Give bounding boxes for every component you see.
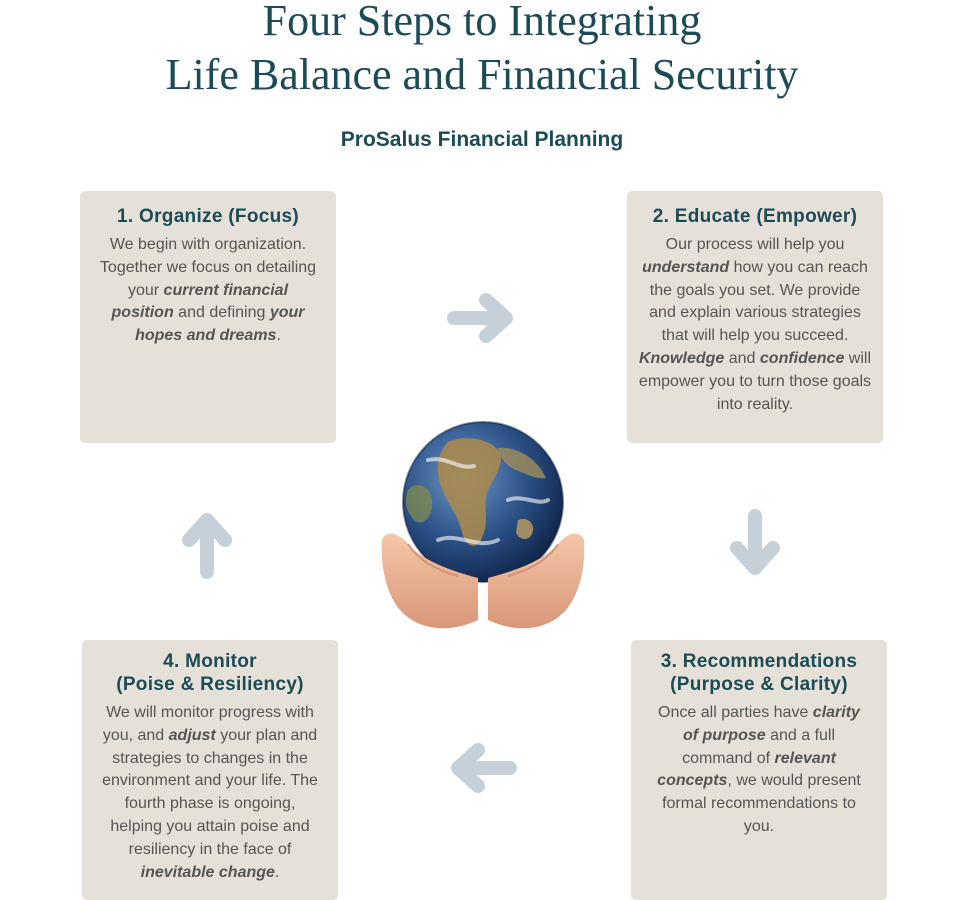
step-card-educate: 2. Educate (Empower) Our process will he… [627,191,883,443]
emphasis-text: inevitable change [140,863,275,881]
emphasis-text: your hopes and dreams [135,304,305,345]
step-body: We begin with organization. Together we … [90,234,326,348]
arrow-up-icon [182,513,232,579]
step-heading: 4. Monitor (Poise & Resiliency) [92,650,328,696]
arrow-left-icon [451,743,517,793]
emphasis-text: adjust [168,726,216,744]
arrow-right-icon [447,293,513,343]
step-heading: 1. Organize (Focus) [116,206,299,227]
body-text: your plan and strategies to changes in t… [102,726,318,858]
step-heading-line2: (Purpose & Clarity) [670,674,848,695]
body-text: , we would present formal recommendation… [662,772,861,835]
globe-in-hands-image [381,421,585,640]
page-subtitle: ProSalus Financial Planning [340,128,624,151]
body-text: Our process will help you [665,236,845,253]
step-heading: 3. Recommendations (Purpose & Clarity) [641,650,877,696]
emphasis-text: understand [642,258,730,276]
body-text: . [274,863,280,881]
body-text: and defining [173,304,270,322]
emphasis-text: clarity of purpose [682,704,860,744]
page-title-line1: Four Steps to Integrating [262,0,702,45]
step-heading: 2. Educate (Empower) [652,206,858,227]
body-text: Once all parties have [658,704,813,721]
body-text: will empower you to turn those goals int… [638,349,872,413]
arrow-down-icon [730,509,780,575]
step-body: We will monitor progress with you, and a… [92,702,328,884]
emphasis-text: relevant concepts [657,749,836,790]
step-card-recommendations: 3. Recommendations (Purpose & Clarity) O… [631,640,887,900]
step-body: Our process will help you understand how… [637,234,873,416]
step-body: Once all parties have clarity of purpose… [641,702,877,839]
body-text: and [724,349,760,367]
body-text: and a full command of [682,726,836,767]
body-text: We begin with organization. Together we … [99,236,317,299]
body-text: how you can reach the goals you set. We … [649,258,868,345]
emphasis-text: Knowledge [638,349,725,367]
emphasis-text: current financial position [111,281,289,322]
page-title-line2: Life Balance and Financial Security [165,50,799,99]
step-card-monitor: 4. Monitor (Poise & Resiliency) We will … [82,640,338,900]
step-heading-line1: 3. Recommendations [660,651,858,672]
step-heading-line2: (Poise & Resiliency) [116,674,304,695]
body-text: . [276,327,281,345]
step-heading-line1: 4. Monitor [163,651,257,672]
emphasis-text: confidence [759,349,845,367]
step-card-organize: 1. Organize (Focus) We begin with organi… [80,191,336,443]
body-text: We will monitor progress with you, and [102,704,314,744]
